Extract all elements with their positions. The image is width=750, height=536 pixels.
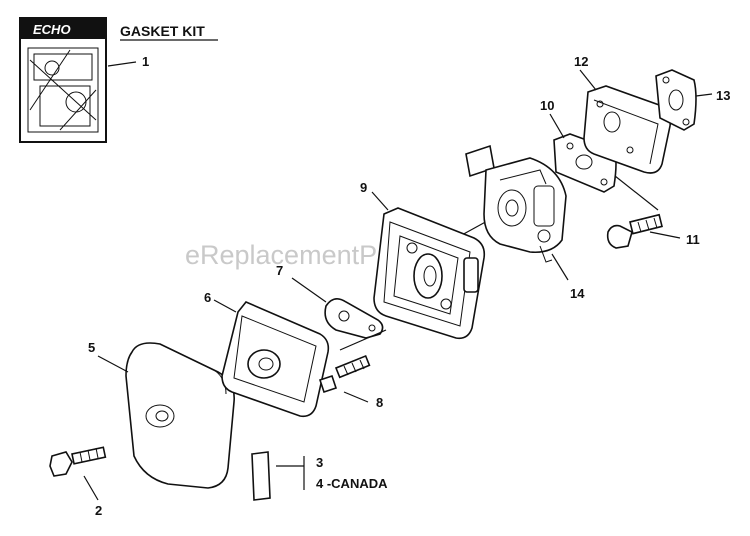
callout-11: 11 [686,232,700,247]
callout-10: 10 [540,98,554,113]
callout-12: 12 [574,54,588,69]
callout-3: 3 [316,455,323,470]
callout-8: 8 [376,395,383,410]
callout-7: 7 [276,263,283,278]
callout-9: 9 [360,180,367,195]
brand-logo: ECHO [33,22,71,37]
callout-5: 5 [88,340,95,355]
choke-plate-part [324,298,384,339]
carburetor-part [465,144,567,263]
gasket-kit-box: ECHO [19,17,107,143]
callout-1: 1 [142,54,149,69]
filter-frame-part [221,301,330,418]
air-filter-case-part [373,207,486,340]
callout-6: 6 [204,290,211,305]
bolt-part [318,354,371,394]
air-filter-cover-part [125,342,235,489]
callout-2: 2 [95,503,102,518]
wing-nut-part [49,446,107,477]
screw-part [606,213,663,249]
callout-14: 14 [570,286,585,301]
callout-4-canada: 4 -CANADA [316,476,388,491]
insulator-gasket-part [655,69,697,131]
gasket-kit-title: GASKET KIT [120,23,205,39]
callout-13: 13 [716,88,730,103]
filter-element-part [251,451,271,501]
